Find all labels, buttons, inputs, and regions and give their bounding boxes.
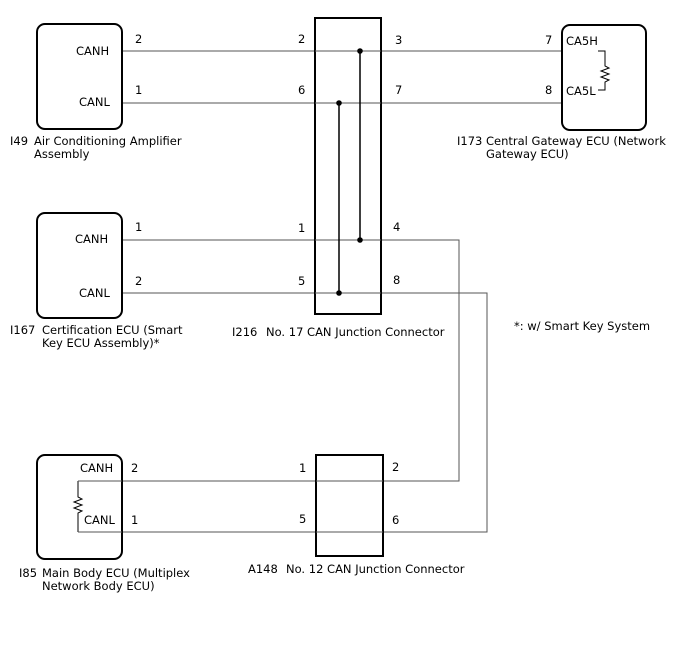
ecu-ac-amp-num-h: 2 — [135, 32, 142, 46]
splice-j17-canh-bottom — [357, 237, 363, 243]
ecu-ac-amp-name-2: Assembly — [34, 147, 90, 161]
ecu-air-conditioning-amplifier: CANH CANL 2 1 I49 Air Conditioning Ampli… — [10, 23, 182, 161]
ecu-cert-num-h: 1 — [135, 220, 142, 234]
junction-connector-j12: 1 5 2 6 A148 No. 12 CAN Junction Connect… — [248, 454, 465, 576]
ecu-cert-pin-h: CANH — [75, 232, 108, 246]
splice-j17-canl-bottom — [336, 290, 342, 296]
ecu-gateway-num-h: 7 — [545, 33, 552, 47]
junction-connector-j17: 2 6 1 5 3 7 4 8 I216 No. 17 CAN Junction… — [232, 17, 445, 339]
terminating-resistor-body — [72, 481, 84, 532]
ecu-body-pin-h: CANH — [80, 461, 113, 475]
splice-j17-canh-top — [357, 48, 363, 54]
j17-right-pin-1: 3 — [395, 33, 402, 47]
ecu-gateway-name-2: Gateway ECU) — [486, 147, 569, 161]
ecu-ac-amp-name-1: Air Conditioning Amplifier — [34, 134, 182, 148]
ecu-gateway-num-l: 8 — [545, 83, 552, 97]
j17-code: I216 — [232, 325, 257, 339]
ecu-ac-amp-num-l: 1 — [135, 83, 142, 97]
j17-left-pin-4: 5 — [298, 274, 305, 288]
ecu-body-num-h: 2 — [131, 461, 138, 475]
ecu-cert-box — [36, 212, 123, 319]
ecu-gateway-pin-l: CA5L — [566, 84, 596, 98]
wire-cert-canh — [68, 239, 460, 482]
ecu-cert-pin-l: CANL — [79, 286, 110, 300]
ecu-gateway-pin-h: CA5H — [566, 34, 598, 48]
ecu-cert-num-l: 2 — [135, 274, 142, 288]
splice-j17-canl-top — [336, 100, 342, 106]
j17-right-pin-3: 4 — [393, 220, 400, 234]
j17-right-pin-2: 7 — [395, 83, 402, 97]
ecu-main-body: CANH CANL 2 1 I85 Main Body ECU (Multipl… — [19, 454, 190, 593]
ecu-ac-amp-box — [36, 23, 123, 130]
ecu-central-gateway: CA5H CA5L 7 8 I173 Central Gateway ECU (… — [457, 24, 666, 161]
ecu-ac-amp-pin-h: CANH — [76, 44, 109, 58]
ecu-body-num-l: 1 — [131, 513, 138, 527]
ecu-body-code: I85 — [19, 566, 37, 580]
j12-name: No. 12 CAN Junction Connector — [286, 562, 465, 576]
junction-j17-box — [314, 17, 382, 315]
ecu-ac-amp-pin-l: CANL — [79, 95, 110, 109]
ecu-gateway-name-1: Central Gateway ECU (Network — [486, 134, 666, 148]
wire-cert-canl — [68, 292, 488, 533]
j12-right-pin-2: 6 — [392, 513, 399, 527]
j12-left-pin-1: 1 — [299, 461, 306, 475]
ecu-body-pin-l: CANL — [84, 513, 115, 527]
terminating-resistor-gateway — [598, 50, 611, 91]
j12-right-pin-1: 2 — [392, 460, 399, 474]
j17-right-pin-4: 8 — [393, 273, 400, 287]
ecu-certification: CANH CANL 1 2 I167 Certification ECU (Sm… — [10, 212, 183, 350]
j17-left-pin-2: 6 — [298, 83, 305, 97]
junction-j12-box — [315, 454, 384, 557]
j17-name: No. 17 CAN Junction Connector — [266, 325, 445, 339]
j17-left-pin-3: 1 — [298, 221, 305, 235]
footnote-smart-key: *: w/ Smart Key System — [514, 319, 650, 333]
ecu-gateway-code: I173 — [457, 134, 482, 148]
ecu-cert-name-2: Key ECU Assembly)* — [42, 336, 160, 350]
ecu-cert-name-1: Certification ECU (Smart — [42, 323, 183, 337]
ecu-cert-code: I167 — [10, 323, 35, 337]
ecu-ac-amp-code: I49 — [10, 134, 28, 148]
ecu-body-name-1: Main Body ECU (Multiplex — [42, 566, 190, 580]
ecu-gateway-box — [561, 24, 647, 131]
j12-left-pin-2: 5 — [299, 512, 306, 526]
j12-code: A148 — [248, 562, 278, 576]
ecu-body-name-2: Network Body ECU) — [42, 579, 155, 593]
j17-left-pin-1: 2 — [298, 32, 305, 46]
